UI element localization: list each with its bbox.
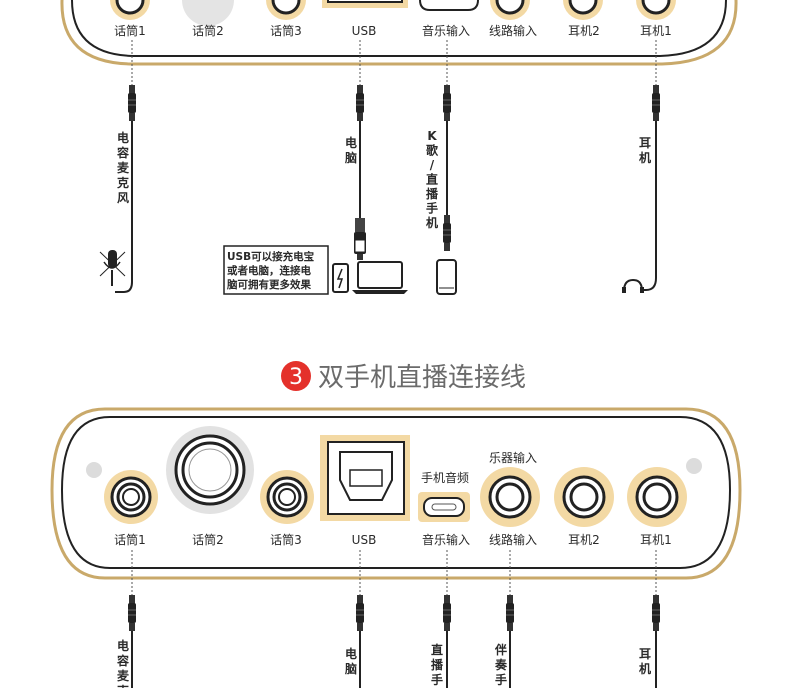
jack-phones1	[627, 467, 687, 527]
top-jacks-row	[110, 0, 676, 26]
bottom-cables	[127, 594, 661, 688]
top-label-karaoke-phone-char: 播	[426, 186, 439, 201]
usb-note-line-3: 脑可拥有更多效果	[227, 278, 311, 291]
bottom-label-computer-char: 脑	[344, 661, 357, 676]
top-headphone-cable	[622, 84, 661, 293]
top-port-label-phones1: 耳机1	[640, 24, 672, 38]
bottom-label-condenser-mic-char: 克	[117, 683, 129, 688]
bottom-label-headphone-char: 耳	[639, 647, 651, 661]
port-phone-audio	[418, 492, 470, 522]
bottom-port-label-line-in: 线路输入	[489, 532, 537, 547]
top-label-headphone-char: 机	[639, 150, 651, 165]
jack-mic2-xlr	[166, 426, 254, 514]
bottom-label-live-phone-char: 直	[431, 642, 443, 657]
top-phone-cable	[442, 84, 452, 252]
top-computer-cable	[354, 84, 366, 260]
top-label-karaoke-phone-char: 手	[426, 201, 438, 216]
section-number: 3	[289, 365, 303, 390]
top-port-label-line-in: 线路输入	[489, 23, 537, 38]
bottom-port-label-music-in: 音乐输入	[422, 532, 470, 547]
section-3-heading: 3 双手机直播连接线	[281, 361, 526, 393]
bottom-label-accompany-phone-char: 伴	[494, 642, 507, 657]
condenser-mic-icon	[99, 250, 126, 286]
top-label-karaoke-phone-char: 机	[426, 215, 438, 230]
bottom-label-headphone-char: 机	[639, 661, 651, 676]
bottom-port-label-phones2: 耳机2	[568, 533, 600, 547]
bottom-port-label-usb: USB	[352, 533, 377, 547]
bottom-label-accompany-phone-char: 奏	[494, 657, 508, 672]
top-port-label-phones2: 耳机2	[568, 24, 600, 38]
top-label-condenser-mic-char: 电	[117, 130, 129, 145]
top-label-condenser-mic-char: 风	[117, 191, 129, 205]
usb-note-line-1: USB可以接充电宝	[227, 250, 315, 263]
jack-mic3	[260, 470, 314, 524]
bottom-port-label-mic3: 话筒3	[270, 532, 302, 547]
bottom-top-label-instrument: 乐器输入	[489, 450, 537, 465]
jack-phones2	[554, 467, 614, 527]
screw-left-icon	[86, 462, 102, 478]
bottom-port-label-phones1: 耳机1	[640, 533, 672, 547]
laptop-icon	[352, 261, 408, 294]
top-label-karaoke-phone-char: K	[427, 129, 437, 143]
bottom-label-condenser-mic-char: 麦	[117, 668, 130, 683]
screw-right-icon	[686, 458, 702, 474]
bottom-label-computer-char: 电	[345, 646, 357, 661]
top-mic-cable	[99, 84, 137, 293]
top-port-label-music-in: 音乐输入	[422, 23, 470, 38]
top-port-label-mic1: 话筒1	[114, 23, 146, 38]
power-bank-icon	[332, 263, 349, 293]
top-label-karaoke-phone-char: 歌	[426, 143, 439, 158]
section-title: 双手机直播连接线	[318, 363, 526, 393]
top-label-condenser-mic-char: 麦	[117, 160, 130, 175]
top-port-label-usb: USB	[352, 24, 377, 38]
bottom-top-label-phone-audio: 手机音频	[421, 470, 469, 485]
bottom-label-condenser-mic-char: 容	[116, 653, 129, 668]
usb-note-box: USB可以接充电宝 或者电脑，连接电 脑可拥有更多效果	[223, 245, 329, 295]
top-label-computer-char: 脑	[344, 150, 357, 165]
jack-mic1	[104, 470, 158, 524]
bottom-label-accompany-phone-char: 手	[495, 672, 507, 687]
top-device-panel: 话筒1 话筒2 话筒3 USB 音乐输入 线路输入 耳机2 耳机1	[60, 0, 738, 66]
bottom-label-condenser-mic-char: 电	[117, 638, 129, 653]
top-port-label-mic2: 话筒2	[192, 23, 224, 38]
section-number-badge	[281, 361, 311, 391]
jack-line-in	[480, 467, 540, 527]
smartphone-icon	[436, 259, 457, 295]
bottom-port-label-mic1: 话筒1	[114, 532, 146, 547]
bottom-port-label-mic2: 话筒2	[192, 532, 224, 547]
headphone-icon	[622, 278, 644, 293]
top-label-karaoke-phone-char: /	[430, 158, 435, 172]
top-port-label-mic3: 话筒3	[270, 23, 302, 38]
top-label-computer-char: 电	[345, 135, 357, 150]
bottom-device-panel: 手机音频 乐器输入 话筒1 话筒2 话筒3 USB 音乐输入 线路输入 耳机2 …	[50, 407, 742, 580]
top-label-condenser-mic-char: 容	[116, 145, 129, 160]
top-label-karaoke-phone-char: 直	[426, 172, 438, 187]
bottom-label-live-phone-char: 手	[431, 672, 443, 687]
bottom-label-live-phone-char: 播	[431, 657, 444, 672]
usb-note-line-2: 或者电脑，连接电	[227, 264, 311, 277]
top-label-condenser-mic-char: 克	[117, 175, 129, 190]
top-label-headphone-char: 耳	[639, 136, 651, 150]
port-usb-b	[320, 435, 410, 521]
